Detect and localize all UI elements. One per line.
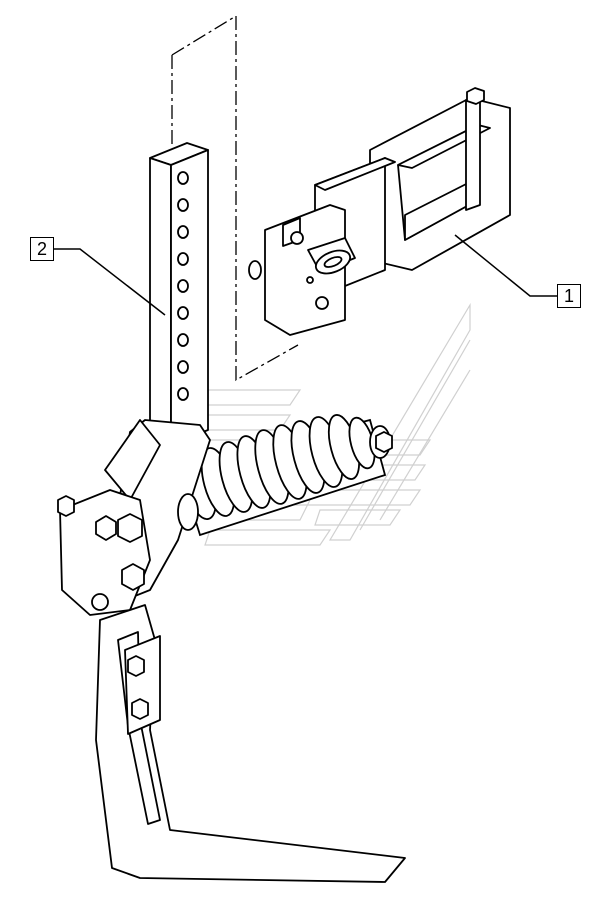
shank-holes: [177, 171, 189, 401]
callout-1: 1: [557, 284, 581, 308]
tine-sweep: [95, 604, 406, 883]
shank-part-2: [149, 142, 209, 446]
leader-line-2: [54, 248, 166, 316]
callout-2-label: 2: [36, 238, 47, 259]
pivot-arm: [57, 419, 211, 632]
bracket-part-1: [248, 87, 511, 336]
callout-2: 2: [30, 237, 54, 261]
assembly-centerline: [171, 14, 299, 382]
callout-1-label: 1: [563, 285, 574, 306]
leader-lines: [54, 234, 557, 316]
leader-line-1: [454, 234, 557, 297]
